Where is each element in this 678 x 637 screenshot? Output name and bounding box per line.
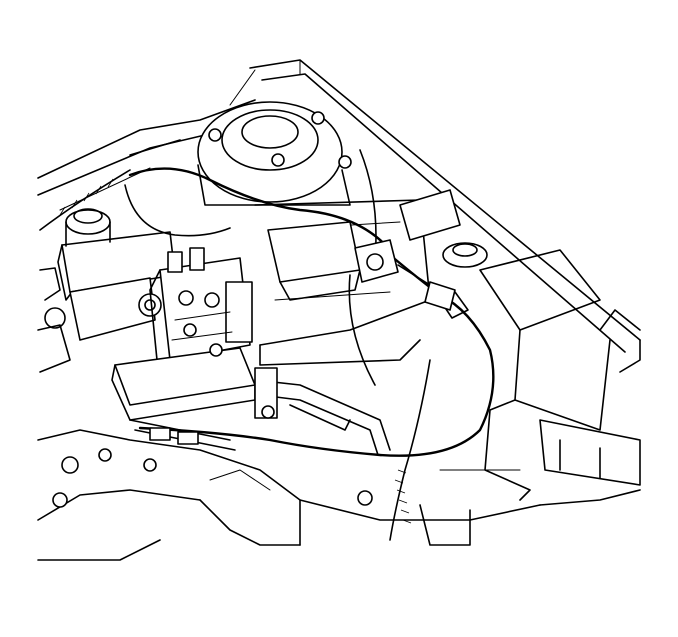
sensor-connector (354, 239, 456, 311)
cowl-panel (37, 99, 256, 211)
radiator-support (299, 469, 641, 546)
brake-lines (254, 367, 391, 506)
battery-tray (399, 189, 641, 501)
engine-block (254, 199, 431, 366)
strut-tower (197, 69, 352, 206)
fender-edge-lines (249, 59, 641, 373)
brake-master-cylinder (37, 208, 176, 373)
transaxle-housing (37, 419, 301, 561)
